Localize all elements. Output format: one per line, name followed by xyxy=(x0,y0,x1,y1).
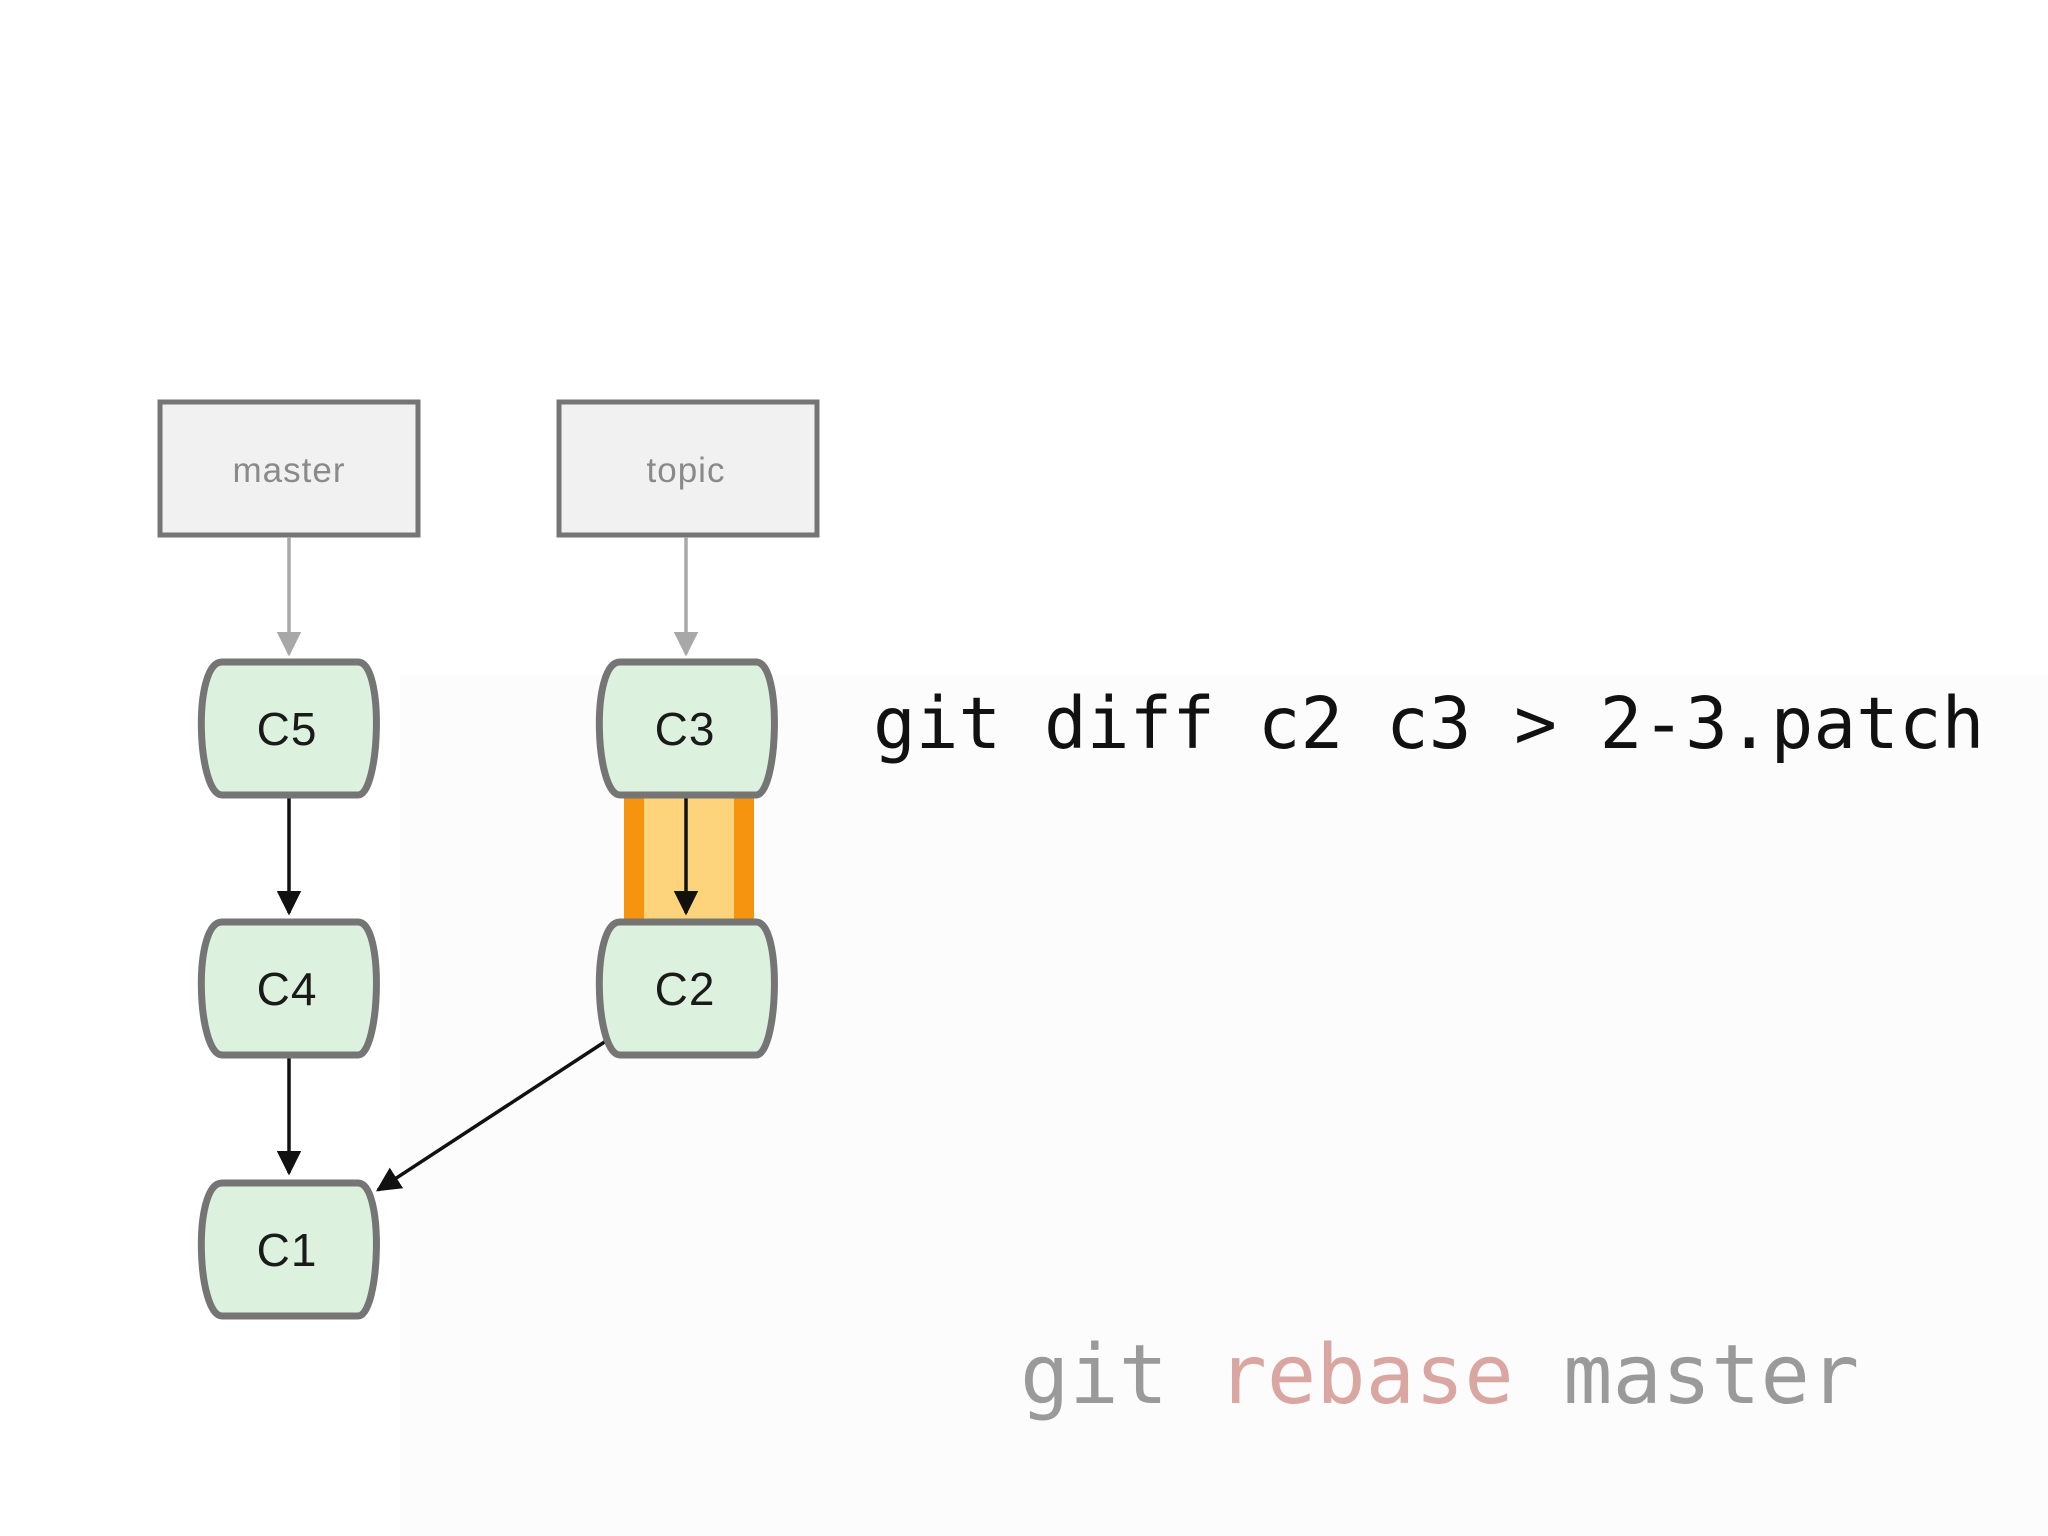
branch-topic: topic xyxy=(556,399,820,538)
commit-c2-label: C2 xyxy=(655,963,716,1015)
commit-c4-label: C4 xyxy=(257,963,318,1015)
rebase-command-rebase: rebase xyxy=(1217,1328,1514,1423)
commit-c4: C4 xyxy=(197,918,380,1059)
commit-c5: C5 xyxy=(197,658,380,799)
rebase-command: git rebase master xyxy=(1020,1335,1859,1417)
branch-topic-label: topic xyxy=(647,451,726,490)
commit-c1: C1 xyxy=(197,1179,380,1320)
commit-c5-label: C5 xyxy=(257,703,318,755)
commit-c2: C2 xyxy=(595,918,778,1059)
branch-master: master xyxy=(157,399,421,538)
diff-command-text: git diff c2 c3 > 2-3.patch xyxy=(873,682,1985,765)
rebase-command-git: git xyxy=(1020,1328,1169,1423)
diff-highlight xyxy=(624,790,754,925)
branch-master-label: master xyxy=(233,451,346,490)
commit-c3-label: C3 xyxy=(655,703,716,755)
rebase-command-master: master xyxy=(1563,1328,1860,1423)
commit-c1-label: C1 xyxy=(257,1224,318,1276)
edge-c2-c1 xyxy=(375,1039,607,1192)
commit-c3: C3 xyxy=(595,658,778,799)
